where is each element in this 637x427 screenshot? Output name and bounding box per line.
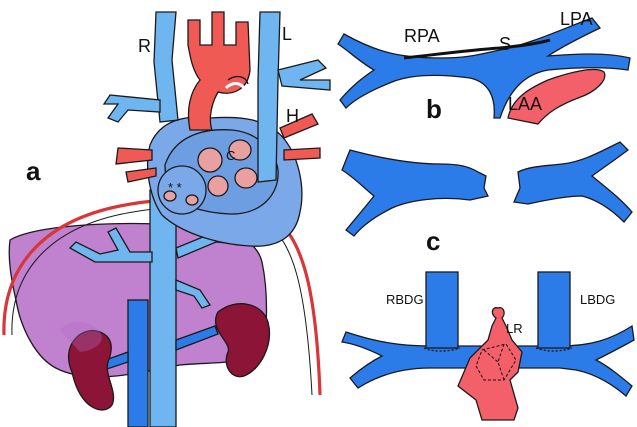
- descending-aorta: [128, 300, 148, 427]
- inferior-vena-cava: [150, 190, 176, 427]
- label-lbdg: LBDG: [580, 292, 615, 307]
- label-r: R: [138, 36, 151, 56]
- label-lpa: LPA: [560, 9, 593, 29]
- panel-a: C * * R L H a: [4, 12, 330, 427]
- left-kidney: [216, 304, 270, 377]
- c-mark: C: [226, 148, 235, 163]
- label-l: L: [282, 24, 292, 44]
- panel-letter-b: b: [426, 94, 442, 124]
- left-bidirectional-glenn: [538, 272, 570, 348]
- label-laa: LAA: [508, 94, 542, 114]
- panel-c-glenn: RBDG LBDG LR: [342, 272, 634, 420]
- left-superior-vena-cava: [258, 12, 280, 182]
- label-s: S: [499, 34, 511, 54]
- label-lr: LR: [506, 321, 523, 336]
- pulmonary-arteries: [338, 18, 630, 118]
- panel-c-divided: c: [342, 142, 632, 256]
- label-h: H: [286, 106, 299, 126]
- panel-b: RPA S LPA LAA b: [338, 9, 630, 124]
- label-star: * *: [168, 180, 182, 195]
- right-bidirectional-glenn: [426, 272, 458, 348]
- label-rpa: RPA: [404, 26, 440, 46]
- panel-letter-c: c: [426, 226, 440, 256]
- label-rbdg: RBDG: [386, 292, 424, 307]
- panel-letter-a: a: [26, 156, 41, 186]
- aortic-arch: [188, 12, 250, 130]
